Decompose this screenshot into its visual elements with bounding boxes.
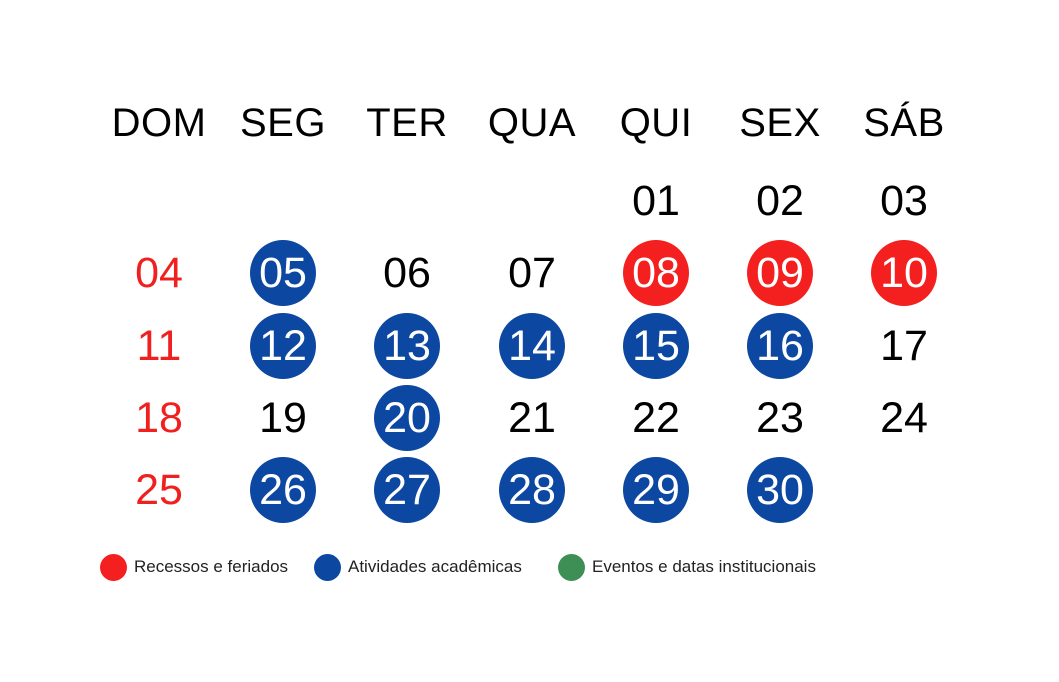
- weekday-header-3: QUA: [487, 101, 577, 145]
- weekday-header-0: DOM: [111, 101, 207, 145]
- weekday-header-4: QUI: [619, 101, 693, 145]
- legend-item-institutional: Eventos e datas institucionais: [558, 553, 816, 581]
- legend-item-holiday: Recessos e feriados: [100, 553, 288, 581]
- weekday-header-1: SEG: [240, 101, 326, 145]
- weekday-header-6: SÁB: [863, 101, 945, 145]
- calendar-day-27[interactable]: 27: [374, 457, 440, 523]
- legend-label: Recessos e feriados: [134, 557, 289, 576]
- calendar-day-05[interactable]: 05: [250, 240, 316, 306]
- legend-label: Eventos e datas institucionais: [592, 557, 816, 576]
- calendar-day-24[interactable]: 24: [880, 393, 928, 442]
- calendar-day-21[interactable]: 21: [508, 393, 556, 442]
- calendar-day-07[interactable]: 07: [508, 248, 556, 297]
- calendar-day-30[interactable]: 30: [747, 457, 813, 523]
- weekday-header-5: SEX: [739, 101, 821, 145]
- calendar-day-26[interactable]: 26: [250, 457, 316, 523]
- calendar-day-20[interactable]: 20: [374, 385, 440, 451]
- calendar-day-02[interactable]: 02: [756, 176, 804, 225]
- legend-item-academic: Atividades acadêmicas: [314, 553, 522, 581]
- calendar-day-10[interactable]: 10: [871, 240, 937, 306]
- legend-dot-institutional: [558, 553, 585, 581]
- calendar-day-16[interactable]: 16: [747, 313, 813, 379]
- legend-label: Atividades acadêmicas: [348, 557, 522, 576]
- calendar-day-12[interactable]: 12: [250, 313, 316, 379]
- calendar-day-03[interactable]: 03: [880, 176, 928, 225]
- legend-dot-holiday: [100, 553, 127, 581]
- calendar-day-11[interactable]: 11: [136, 321, 182, 370]
- calendar-day-22[interactable]: 22: [632, 393, 680, 442]
- calendar-day-23[interactable]: 23: [756, 393, 804, 442]
- calendar-day-09[interactable]: 09: [747, 240, 813, 306]
- calendar-day-29[interactable]: 29: [623, 457, 689, 523]
- calendar-day-15[interactable]: 15: [623, 313, 689, 379]
- calendar-day-13[interactable]: 13: [374, 313, 440, 379]
- calendar-day-01[interactable]: 01: [632, 176, 680, 225]
- legend-dot-academic: [314, 553, 341, 581]
- calendar-day-18[interactable]: 18: [135, 393, 183, 442]
- calendar-day-19[interactable]: 19: [259, 393, 307, 442]
- calendar-day-28[interactable]: 28: [499, 457, 565, 523]
- calendar-day-04[interactable]: 04: [135, 248, 183, 297]
- calendar-day-14[interactable]: 14: [499, 313, 565, 379]
- weekday-header-2: TER: [366, 101, 448, 145]
- calendar-day-08[interactable]: 08: [623, 240, 689, 306]
- calendar-day-17[interactable]: 17: [880, 321, 928, 370]
- calendar-day-25[interactable]: 25: [135, 465, 183, 514]
- calendar-day-06[interactable]: 06: [383, 248, 431, 297]
